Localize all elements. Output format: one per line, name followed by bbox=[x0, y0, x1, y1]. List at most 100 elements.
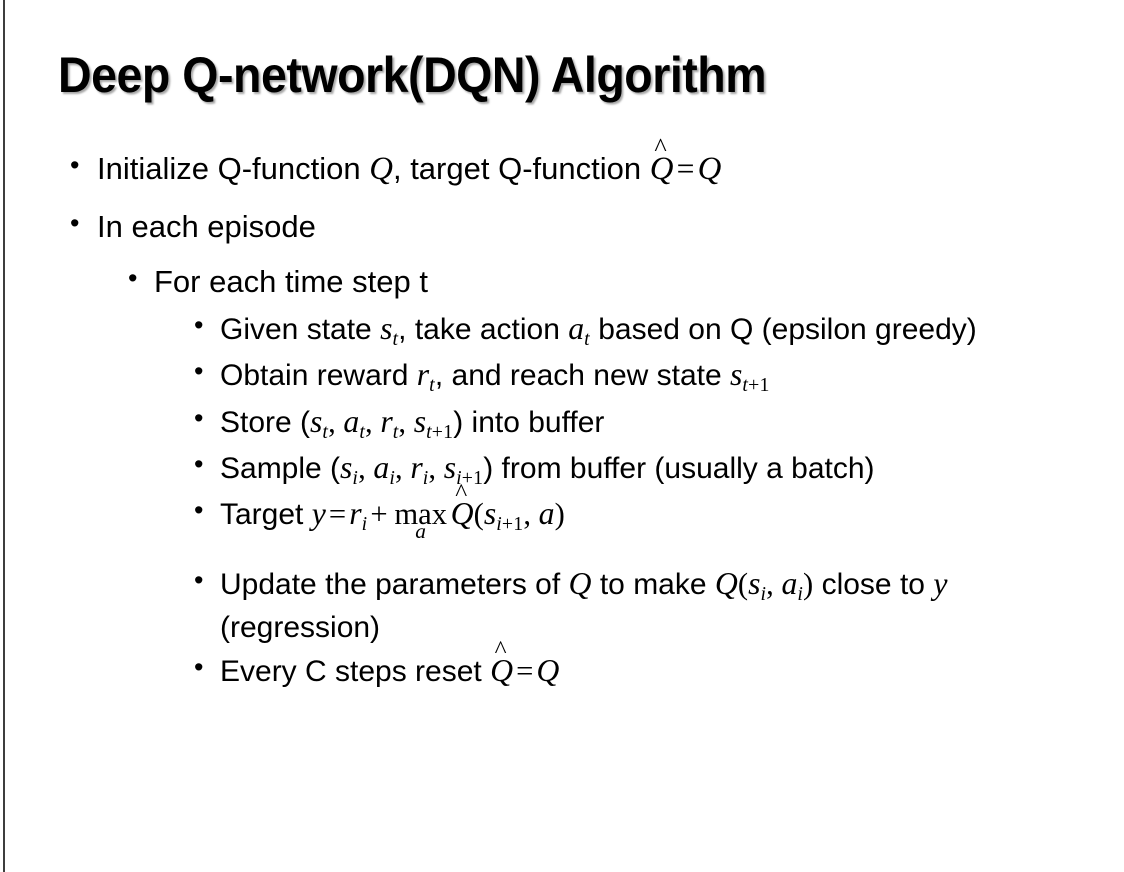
bullet-obtain-reward-text: Obtain reward rt, and reach new state st… bbox=[220, 354, 770, 398]
math-q-hat: ^Q bbox=[490, 636, 514, 692]
circumflex-accent-icon: ^ bbox=[494, 634, 507, 664]
math-var-a: a bbox=[343, 403, 360, 439]
text-comma: , bbox=[328, 404, 344, 439]
math-subscript-t-plus-1: t+1 bbox=[426, 421, 453, 443]
math-subscript-t: t bbox=[359, 420, 366, 443]
math-var-a: a bbox=[568, 311, 585, 347]
bullet-point-icon: • bbox=[70, 150, 80, 180]
text-comma: , bbox=[766, 567, 782, 602]
math-var-q: Q bbox=[369, 151, 393, 187]
bullet-sample-from-buffer: • Sample (si, ai, ri, si+1) from buffer … bbox=[194, 447, 1124, 491]
math-subscript-i: i bbox=[361, 513, 368, 536]
bullet-point-icon: • bbox=[70, 207, 80, 238]
math-var-a: a bbox=[373, 449, 390, 485]
math-subscript-i-plus-1: i+1 bbox=[456, 467, 483, 489]
math-var-qhat-base: Q bbox=[450, 496, 474, 532]
circumflex-accent-icon: ^ bbox=[654, 132, 667, 162]
max-label: max bbox=[394, 497, 447, 532]
text-comma: , bbox=[365, 404, 381, 439]
math-operator-equals: = bbox=[328, 497, 347, 532]
math-subscript-i: i bbox=[797, 583, 804, 606]
text-fragment: Obtain reward bbox=[220, 359, 417, 393]
math-q-hat: ^Q bbox=[450, 480, 474, 535]
text-comma: , bbox=[523, 497, 539, 532]
math-operator-equals: = bbox=[516, 653, 534, 688]
math-paren-open: ( bbox=[473, 497, 484, 532]
bullet-update-text: Update the parameters of Q to make Q(si,… bbox=[220, 563, 1100, 647]
math-var-r: r bbox=[349, 496, 362, 532]
text-comma: , bbox=[395, 450, 411, 485]
math-subscript-i-plus-1: i+1 bbox=[496, 513, 523, 535]
subscript-plus-one: +1 bbox=[461, 466, 484, 489]
math-var-s: s bbox=[483, 496, 497, 532]
text-fragment: Every C steps reset bbox=[220, 654, 491, 688]
subscript-i: i bbox=[496, 513, 502, 536]
text-fragment: ) into buffer bbox=[453, 405, 605, 439]
text-fragment: , and reach new state bbox=[434, 359, 731, 393]
text-fragment: Update the parameters of bbox=[220, 568, 569, 602]
math-var-s: s bbox=[748, 566, 761, 602]
text-fragment: , take action bbox=[398, 313, 569, 347]
math-var-r: r bbox=[410, 449, 423, 485]
subscript-t: t bbox=[426, 420, 432, 443]
bullet-update-parameters: • Update the parameters of Q to make Q(s… bbox=[194, 563, 1124, 647]
math-var-qhat-base: Q bbox=[490, 652, 514, 688]
math-var-a: a bbox=[538, 496, 555, 532]
text-fragment: , target Q-function bbox=[392, 151, 650, 186]
math-subscript-t: t bbox=[392, 420, 399, 443]
text-comma: , bbox=[428, 450, 444, 485]
math-operator-equals: = bbox=[676, 151, 695, 186]
subscript-plus-one: +1 bbox=[748, 374, 770, 397]
bullet-initialize-text: Initialize Q-function Q, target Q-functi… bbox=[97, 134, 722, 192]
slide-left-edge-accent bbox=[3, 0, 5, 872]
text-fragment: (regression) bbox=[220, 610, 381, 644]
math-var-s: s bbox=[730, 357, 743, 393]
bullet-every-c-steps-reset: • Every C steps reset ^Q=Q bbox=[194, 636, 1124, 692]
math-var-s: s bbox=[340, 449, 353, 485]
bullet-for-each-time-step: • For each time step t bbox=[128, 261, 1124, 302]
math-q-hat: ^Q bbox=[649, 134, 674, 192]
math-subscript-i: i bbox=[760, 583, 767, 606]
math-var-s: s bbox=[380, 311, 393, 347]
math-var-s: s bbox=[443, 449, 457, 485]
math-paren-close: ) bbox=[803, 567, 814, 602]
math-subscript-i: i bbox=[422, 466, 429, 489]
text-fragment: ) from buffer (usually a batch) bbox=[483, 451, 875, 485]
math-subscript-t: t bbox=[322, 420, 329, 443]
text-fragment: close to bbox=[813, 568, 934, 602]
subscript-plus-one: +1 bbox=[431, 420, 454, 443]
math-var-qhat-base: Q bbox=[649, 151, 674, 187]
page-title: Deep Q-network(DQN) Algorithm bbox=[58, 47, 767, 103]
bullet-point-icon: • bbox=[194, 565, 204, 596]
bullet-sample-text: Sample (si, ai, ri, si+1) from buffer (u… bbox=[220, 447, 875, 491]
subscript-i: i bbox=[456, 466, 462, 489]
text-fragment: Initialize Q-function bbox=[97, 151, 370, 186]
math-var-q2: Q bbox=[697, 151, 722, 187]
math-var-q: Q bbox=[714, 566, 738, 602]
bullet-point-icon: • bbox=[128, 262, 138, 293]
bullet-for-each-time-step-text: For each time step t bbox=[154, 263, 428, 299]
math-subscript-t: t bbox=[392, 328, 399, 351]
math-var-q: Q bbox=[568, 566, 592, 602]
bullet-point-icon: • bbox=[194, 651, 204, 682]
bullet-store-into-buffer: • Store (st, at, rt, st+1) into buffer bbox=[194, 401, 1124, 445]
bullet-given-state-text: Given state st, take action at based on … bbox=[220, 308, 977, 352]
text-comma: , bbox=[398, 404, 414, 439]
text-fragment: Target bbox=[220, 498, 312, 532]
bullet-point-icon: • bbox=[194, 402, 204, 433]
bullet-point-icon: • bbox=[194, 310, 204, 341]
text-fragment: Store ( bbox=[220, 405, 311, 439]
subscript-plus-one: +1 bbox=[501, 513, 524, 536]
math-subscript-i: i bbox=[352, 466, 359, 489]
math-var-y: y bbox=[311, 496, 326, 532]
bullet-initialize-q-function: • Initialize Q-function Q, target Q-func… bbox=[70, 134, 1124, 192]
math-var-s: s bbox=[413, 403, 427, 439]
math-paren-close: ) bbox=[554, 497, 565, 532]
bullet-given-state: • Given state st, take action at based o… bbox=[194, 308, 1124, 352]
math-var-s: s bbox=[310, 403, 323, 439]
circumflex-accent-icon: ^ bbox=[455, 478, 468, 508]
